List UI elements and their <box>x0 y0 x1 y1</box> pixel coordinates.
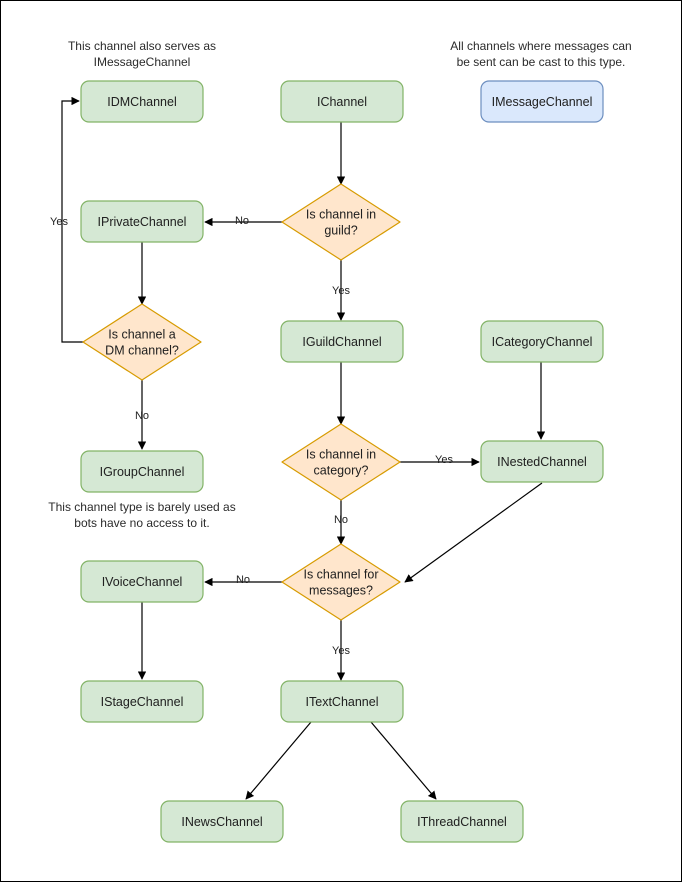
edge-label-dm-yes: Yes <box>50 216 68 228</box>
decision-is-channel-in-guild-shape[interactable] <box>281 183 401 261</box>
node-ithread-channel-shape[interactable] <box>400 800 524 843</box>
decision-is-channel-dm[interactable]: Is channel a DM channel? <box>82 303 202 381</box>
node-ichannel-shape[interactable] <box>280 80 404 123</box>
node-ithread-channel[interactable]: IThreadChannel <box>400 800 524 843</box>
node-iprivate-channel[interactable]: IPrivateChannel <box>80 200 204 243</box>
node-idm-channel[interactable]: IDMChannel <box>80 80 204 123</box>
edge-label-messages-no: No <box>236 574 250 586</box>
decision-is-channel-for-messages[interactable]: Is channel for messages? <box>281 543 401 621</box>
node-itext-channel-label: ITextChannel <box>306 695 379 709</box>
node-inews-channel-shape[interactable] <box>160 800 284 843</box>
node-inested-channel[interactable]: INestedChannel <box>480 440 604 483</box>
edge-label-category-no: No <box>334 514 348 526</box>
edge-itextchannel-to-inewschannel <box>245 721 312 800</box>
edge-label-dm-no: No <box>135 410 149 422</box>
node-ivoice-channel-label: IVoiceChannel <box>102 575 183 589</box>
edge-label-guild-no: No <box>235 215 249 227</box>
decision-is-channel-in-category-line2: category? <box>314 463 369 477</box>
edge-label-guild-yes: Yes <box>332 285 350 297</box>
node-iguild-channel-label: IGuildChannel <box>302 335 381 349</box>
note-group-line2: bots have no access to it. <box>74 516 209 530</box>
node-inews-channel[interactable]: INewsChannel <box>160 800 284 843</box>
decision-is-channel-dm-line2: DM channel? <box>105 343 179 357</box>
node-istage-channel-label: IStageChannel <box>101 695 184 709</box>
edge-inestedchannel-to-messages-decision <box>404 482 543 583</box>
node-icategory-channel[interactable]: ICategoryChannel <box>480 320 604 363</box>
node-imessage-channel-shape[interactable] <box>480 80 604 123</box>
note-dm-line1: This channel also serves as <box>68 39 216 53</box>
edge-label-messages-yes: Yes <box>332 645 350 657</box>
node-igroup-channel-shape[interactable] <box>80 450 204 493</box>
node-icategory-channel-label: ICategoryChannel <box>492 335 593 349</box>
node-iprivate-channel-label: IPrivateChannel <box>98 215 187 229</box>
node-imessage-channel[interactable]: IMessageChannel <box>480 80 604 123</box>
decision-is-channel-dm-line1: Is channel a <box>108 327 175 341</box>
node-idm-channel-shape[interactable] <box>80 80 204 123</box>
node-ichannel-label: IChannel <box>317 95 367 109</box>
note-group-line1: This channel type is barely used as <box>48 500 235 514</box>
decision-is-channel-for-messages-shape[interactable] <box>281 543 401 621</box>
note-group-channel: This channel type is barely used as bots… <box>48 500 235 530</box>
note-message-line2: be sent can be cast to this type. <box>457 55 626 69</box>
edge-dm-yes-to-idmchannel <box>61 96 83 343</box>
node-itext-channel[interactable]: ITextChannel <box>280 680 404 723</box>
edge-label-category-yes: Yes <box>435 454 453 466</box>
note-message-channel: All channels where messages can be sent … <box>450 39 631 69</box>
decision-is-channel-in-guild-line2: guild? <box>324 223 357 237</box>
decision-is-channel-for-messages-line1: Is channel for <box>303 567 378 581</box>
decision-is-channel-in-category-shape[interactable] <box>281 423 401 501</box>
node-igroup-channel[interactable]: IGroupChannel <box>80 450 204 493</box>
node-istage-channel[interactable]: IStageChannel <box>80 680 204 723</box>
node-iguild-channel-shape[interactable] <box>280 320 404 363</box>
decision-is-channel-in-category[interactable]: Is channel in category? <box>281 423 401 501</box>
node-ithread-channel-label: IThreadChannel <box>417 815 507 829</box>
node-inested-channel-label: INestedChannel <box>497 455 587 469</box>
edge-itextchannel-to-ithreadchannel <box>370 721 437 800</box>
node-ichannel[interactable]: IChannel <box>280 80 404 123</box>
node-inews-channel-label: INewsChannel <box>181 815 262 829</box>
node-itext-channel-shape[interactable] <box>280 680 404 723</box>
decision-is-channel-dm-shape[interactable] <box>82 303 202 381</box>
node-istage-channel-shape[interactable] <box>80 680 204 723</box>
decision-is-channel-in-category-line1: Is channel in <box>306 447 376 461</box>
note-dm-channel: This channel also serves as IMessageChan… <box>68 39 216 69</box>
node-ivoice-channel-shape[interactable] <box>80 560 204 603</box>
decision-is-channel-in-guild[interactable]: Is channel in guild? <box>281 183 401 261</box>
node-igroup-channel-label: IGroupChannel <box>100 465 185 479</box>
node-icategory-channel-shape[interactable] <box>480 320 604 363</box>
decision-is-channel-in-guild-line1: Is channel in <box>306 207 376 221</box>
node-imessage-channel-label: IMessageChannel <box>492 95 593 109</box>
node-idm-channel-label: IDMChannel <box>107 95 176 109</box>
node-ivoice-channel[interactable]: IVoiceChannel <box>80 560 204 603</box>
node-iguild-channel[interactable]: IGuildChannel <box>280 320 404 363</box>
decision-is-channel-for-messages-line2: messages? <box>309 583 373 597</box>
node-inested-channel-shape[interactable] <box>480 440 604 483</box>
node-iprivate-channel-shape[interactable] <box>80 200 204 243</box>
note-message-line1: All channels where messages can <box>450 39 631 53</box>
note-dm-line2: IMessageChannel <box>94 55 191 69</box>
